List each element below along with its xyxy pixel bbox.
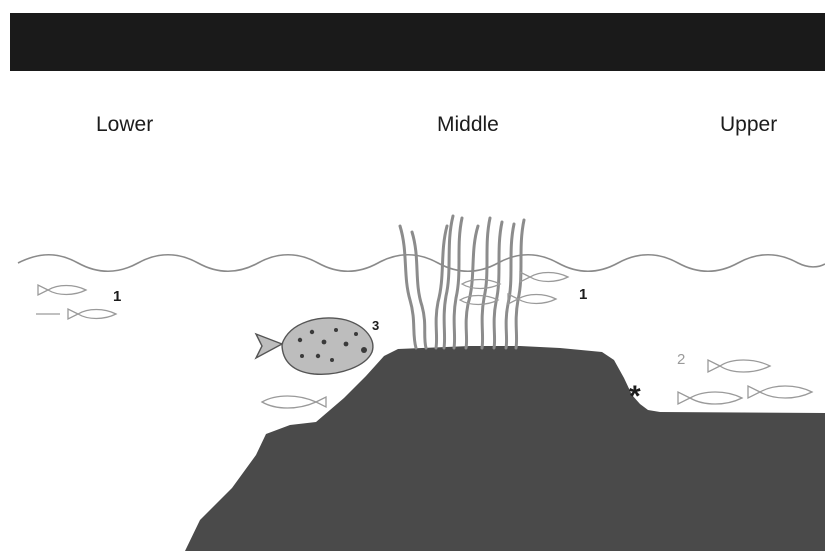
asterisk-marker: * <box>629 382 641 412</box>
fish-label-2-right: 2 <box>677 352 685 368</box>
fish-near-slope <box>262 396 326 408</box>
water-surface-line <box>18 255 825 272</box>
fish-school-left <box>36 285 116 319</box>
fish-label-1-left: 1 <box>113 289 121 305</box>
fish-label-3-flatfish: 3 <box>372 318 379 334</box>
fish-school-middle <box>460 272 568 305</box>
substrate-profile <box>185 346 825 551</box>
fish-label-1-middle: 1 <box>579 287 587 303</box>
fish-school-right <box>678 360 812 404</box>
seagrass-bed <box>400 216 524 348</box>
flatfish-illustration <box>256 318 373 374</box>
